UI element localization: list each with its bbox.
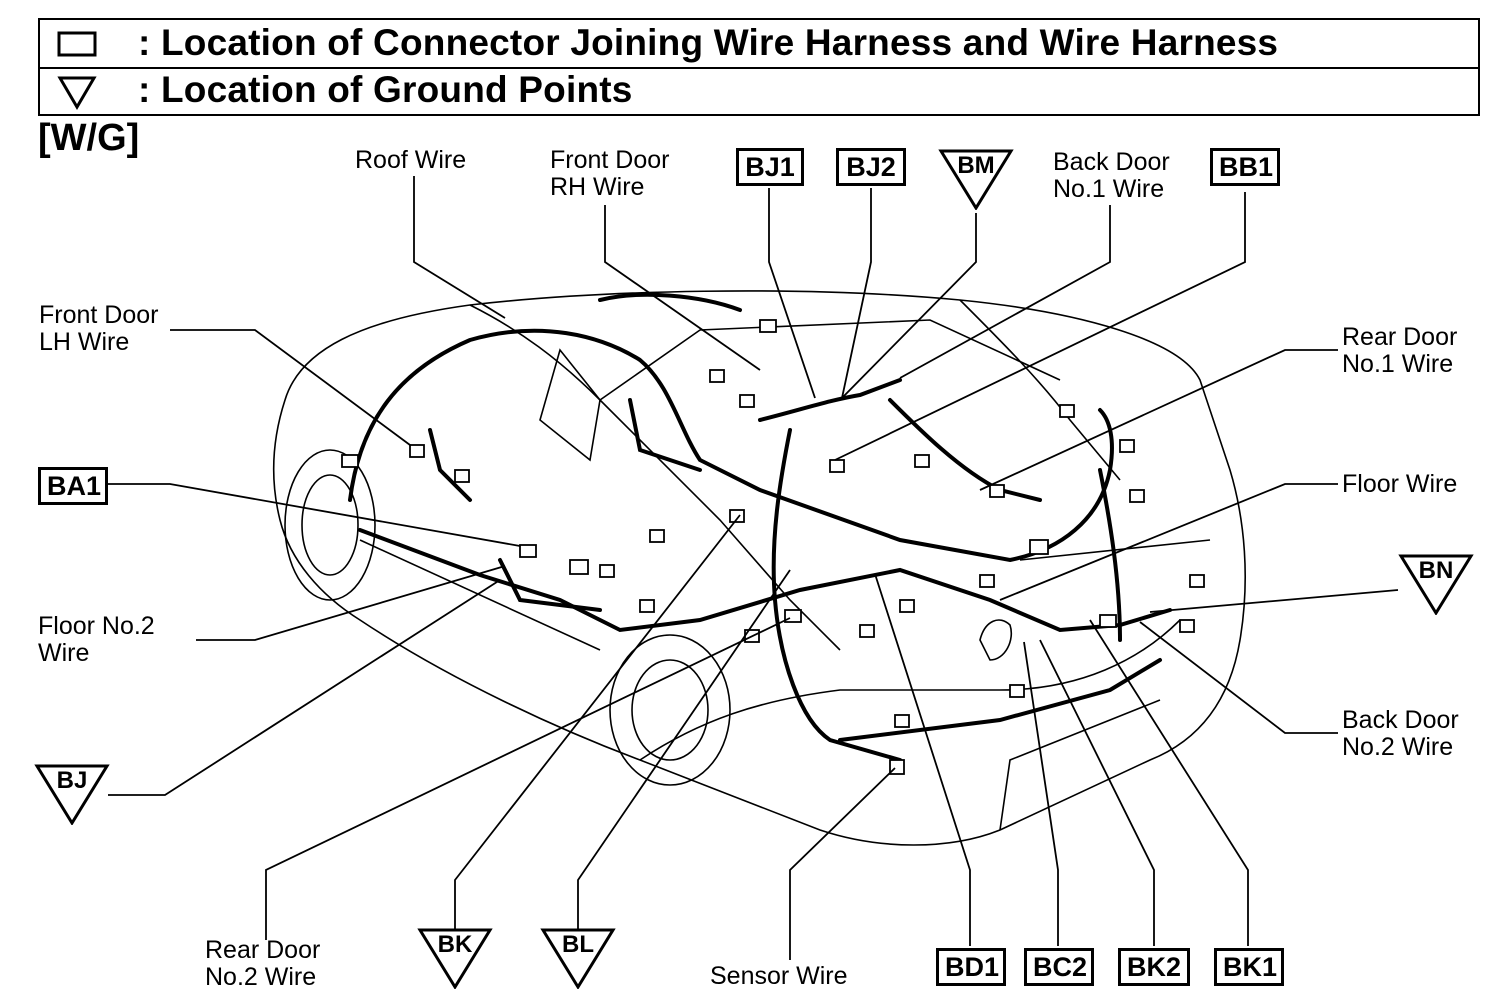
label-floor-no2-line2: Wire	[38, 639, 90, 667]
legend-ground-text: : Location of Ground Points	[138, 69, 633, 110]
label-back-door-no1-line2: No.1 Wire	[1053, 175, 1165, 203]
ground-bj: BJ	[34, 763, 110, 825]
rectangle-icon	[56, 29, 100, 64]
ground-bk: BK	[417, 927, 493, 989]
ground-triangle-icon	[417, 928, 493, 989]
label-rear-door-no2-line1: Rear Door	[205, 936, 321, 964]
connector-bk1: BK1	[1214, 948, 1284, 986]
connector-bd1: BD1	[936, 948, 1006, 986]
connector-bj2: BJ2	[836, 148, 906, 186]
ground-bl: BL	[540, 927, 616, 989]
connector-bk2: BK2	[1118, 948, 1190, 986]
label-front-door-rh-line2: RH Wire	[550, 173, 645, 201]
ground-bn: BN	[1398, 553, 1474, 615]
harness-connectors	[341, 319, 1205, 775]
label-back-door-no1-line1: Back Door	[1053, 148, 1170, 176]
triangle-down-icon	[56, 74, 100, 115]
ground-triangle-icon	[1398, 554, 1474, 615]
legend-row-ground: : Location of Ground Points	[40, 67, 1478, 114]
label-back-door-no2-line2: No.2 Wire	[1342, 733, 1454, 761]
ground-bm-label: BM	[957, 152, 995, 179]
label-back-door-no2-line1: Back Door	[1342, 706, 1459, 734]
label-front-door-lh-line2: LH Wire	[39, 328, 130, 356]
label-rear-door-no1-line1: Rear Door	[1342, 323, 1458, 351]
variant-label: [W/G]	[38, 117, 140, 159]
car-body-outline	[272, 290, 1247, 846]
leader-lines	[107, 176, 1399, 960]
connector-bc2: BC2	[1024, 948, 1094, 986]
ground-bl-label: BL	[562, 931, 594, 958]
ground-bm: BM	[938, 148, 1014, 210]
label-roof-wire: Roof Wire	[355, 146, 467, 174]
connector-bb1: BB1	[1210, 148, 1280, 186]
label-front-door-lh-line1: Front Door	[39, 301, 159, 329]
ground-triangle-icon	[34, 764, 110, 825]
legend-box: : Location of Connector Joining Wire Har…	[38, 18, 1480, 116]
ground-triangle-icon	[938, 149, 1014, 210]
connector-ba1: BA1	[38, 467, 108, 505]
wire-harness	[348, 292, 1172, 762]
ground-triangle-icon	[540, 928, 616, 989]
label-rear-door-no1-line2: No.1 Wire	[1342, 350, 1454, 378]
label-floor-no2-line1: Floor No.2	[38, 612, 155, 640]
label-rear-door-no2-line2: No.2 Wire	[205, 963, 317, 991]
ground-bk-label: BK	[437, 931, 473, 958]
ground-bn-label: BN	[1418, 557, 1454, 584]
label-front-door-rh-line1: Front Door	[550, 146, 670, 174]
ground-bj-label: BJ	[56, 767, 88, 794]
legend-connector-text: : Location of Connector Joining Wire Har…	[138, 22, 1279, 63]
label-sensor-wire: Sensor Wire	[710, 962, 848, 990]
label-floor-wire: Floor Wire	[1342, 470, 1458, 498]
legend-row-connector: : Location of Connector Joining Wire Har…	[40, 20, 1478, 69]
connector-bj1: BJ1	[736, 148, 804, 186]
